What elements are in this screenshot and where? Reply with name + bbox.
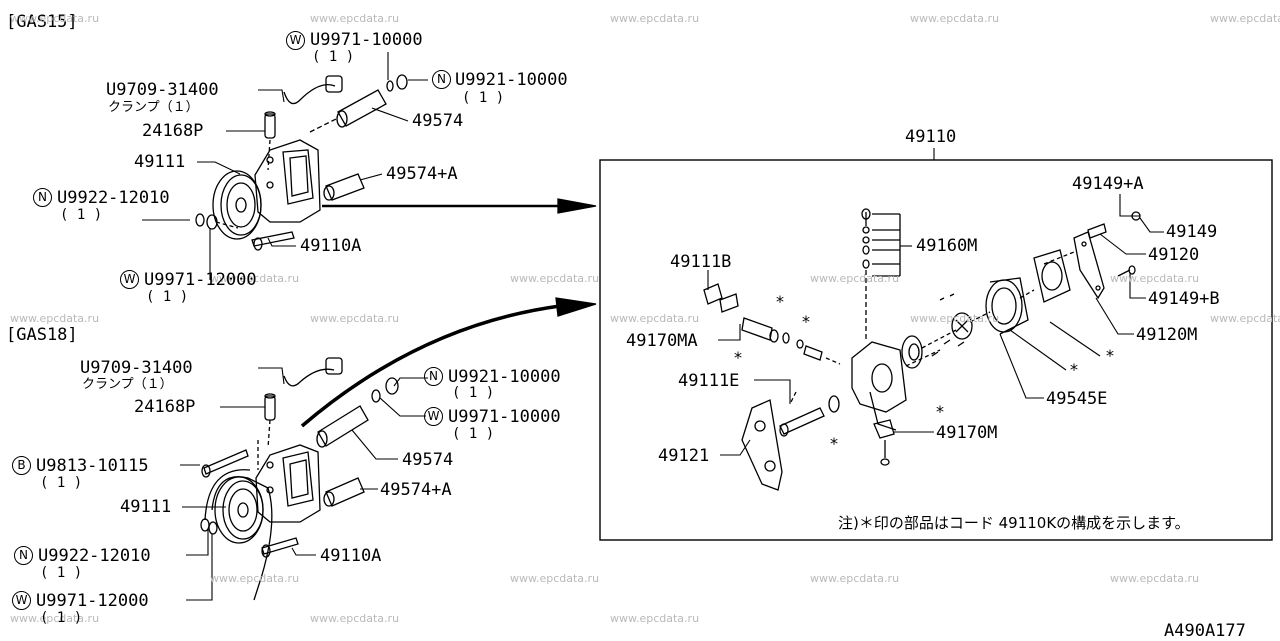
asterisk-marker: * (1106, 346, 1114, 365)
watermark: www.epcdata.ru (610, 312, 700, 325)
part-number-49574: 49574 (412, 111, 464, 131)
part-number-49121: 49121 (658, 446, 710, 466)
part-number-49120: 49120 (1148, 245, 1200, 265)
footnote: 注)＊印の部品はコード 49110Kの構成を示します。 (838, 514, 1190, 532)
part-number-49111e: 49111E (678, 371, 740, 391)
quantity: ( 1 ) (60, 207, 103, 223)
quantity: ( 1 ) (40, 475, 83, 491)
part-number-u9709-31400: U9709-31400 (106, 80, 219, 100)
watermark: www.epcdata.ru (810, 272, 900, 285)
watermark: www.epcdata.ru (10, 12, 100, 25)
nut-symbol: N (424, 367, 443, 386)
part-number-49170ma: 49170MA (626, 331, 698, 351)
part-number-49574-a: 49574+A (380, 480, 452, 500)
asterisk-marker: * (1070, 360, 1078, 379)
watermark: www.epcdata.ru (10, 612, 100, 625)
part-number-u9971-10000: U9971-10000 (448, 407, 561, 427)
part-number-49574-a: 49574+A (386, 164, 458, 184)
watermark: www.epcdata.ru (510, 572, 600, 585)
quantity: ( 1 ) (40, 610, 83, 626)
watermark: www.epcdata.ru (310, 312, 400, 325)
part-number-49149: 49149 (1166, 222, 1218, 242)
quantity: ( 1 ) (452, 426, 495, 442)
watermark: www.epcdata.ru (210, 272, 300, 285)
watermark: www.epcdata.ru (310, 612, 400, 625)
nut-symbol: N (33, 188, 52, 207)
part-number-49111b: 49111B (670, 252, 732, 272)
watermark: www.epcdata.ru (910, 12, 1000, 25)
part-number-49110a: 49110A (320, 546, 382, 566)
washer-symbol: W (286, 31, 305, 50)
asterisk-marker: * (734, 348, 742, 367)
watermark: www.epcdata.ru (1110, 572, 1200, 585)
watermark: www.epcdata.ru (1210, 312, 1280, 325)
watermark: www.epcdata.ru (910, 312, 1000, 325)
bolt-symbol: B (12, 456, 31, 475)
part-number-u9922-12010: U9922-12010 (57, 188, 170, 208)
part-number-49149-b: 49149+B (1148, 289, 1220, 309)
watermark: www.epcdata.ru (1210, 12, 1280, 25)
quantity: ( 1 ) (462, 90, 505, 106)
nut-symbol: N (14, 546, 33, 565)
part-number-49111: 49111 (120, 497, 172, 517)
section-heading-gas18: [GAS18] (6, 325, 78, 345)
nut-symbol: N (432, 70, 451, 89)
watermark: www.epcdata.ru (10, 312, 100, 325)
gas15-pump-assembly (195, 74, 408, 251)
part-number-24168p: 24168P (142, 121, 204, 141)
watermark: www.epcdata.ru (310, 12, 400, 25)
leader-lines (142, 52, 1164, 601)
clamp-name: クランプ（１） (82, 377, 173, 392)
part-number-u9922-12010: U9922-12010 (38, 546, 151, 566)
part-number-49149-a: 49149+A (1072, 174, 1144, 194)
asterisk-marker: * (830, 434, 838, 453)
part-number-u9921-10000: U9921-10000 (448, 367, 561, 387)
part-number-u9971-10000: U9971-10000 (310, 30, 423, 50)
arrow-gas18 (300, 304, 561, 428)
part-number-u9921-10000: U9921-10000 (455, 70, 568, 90)
detail-title-49110: 49110 (905, 127, 957, 147)
quantity: ( 1 ) (146, 289, 189, 305)
arrow-gas18-head (555, 297, 597, 317)
part-number-u9709-31400: U9709-31400 (80, 358, 193, 378)
washer-symbol: W (120, 270, 139, 289)
asterisk-marker: * (936, 402, 944, 421)
quantity: ( 1 ) (40, 565, 83, 581)
part-number-24168p: 24168P (134, 397, 196, 417)
quantity: ( 1 ) (452, 385, 495, 401)
arrow-gas15-head (557, 198, 597, 214)
asterisk-marker: * (802, 312, 810, 331)
part-number-49545e: 49545E (1046, 389, 1108, 409)
watermark: www.epcdata.ru (210, 572, 300, 585)
illustration-code: A490A177 (1164, 621, 1246, 641)
watermark: www.epcdata.ru (610, 612, 700, 625)
watermark: www.epcdata.ru (1110, 272, 1200, 285)
detail-frame (599, 159, 1273, 541)
part-number-u9971-12000: U9971-12000 (36, 591, 149, 611)
detail-exploded-parts (703, 208, 1141, 491)
clamp-name: クランプ（１） (108, 100, 199, 115)
part-number-49110a: 49110A (300, 236, 362, 256)
part-number-49111: 49111 (134, 152, 186, 172)
watermark: www.epcdata.ru (810, 572, 900, 585)
washer-symbol: W (424, 407, 443, 426)
part-number-49120m: 49120M (1136, 325, 1198, 345)
washer-symbol: W (12, 591, 31, 610)
part-number-49574: 49574 (402, 450, 454, 470)
part-number-u9971-12000: U9971-12000 (144, 270, 257, 290)
watermark: www.epcdata.ru (510, 272, 600, 285)
gas18-pump-assembly (200, 357, 399, 601)
section-heading-gas15: [GAS15] (6, 12, 78, 32)
part-number-u9813-10115: U9813-10115 (36, 456, 149, 476)
watermark: www.epcdata.ru (610, 12, 700, 25)
part-number-49170m: 49170M (936, 423, 998, 443)
quantity: ( 1 ) (312, 49, 355, 65)
asterisk-marker: * (776, 292, 784, 311)
part-number-49160m: 49160M (916, 236, 978, 256)
